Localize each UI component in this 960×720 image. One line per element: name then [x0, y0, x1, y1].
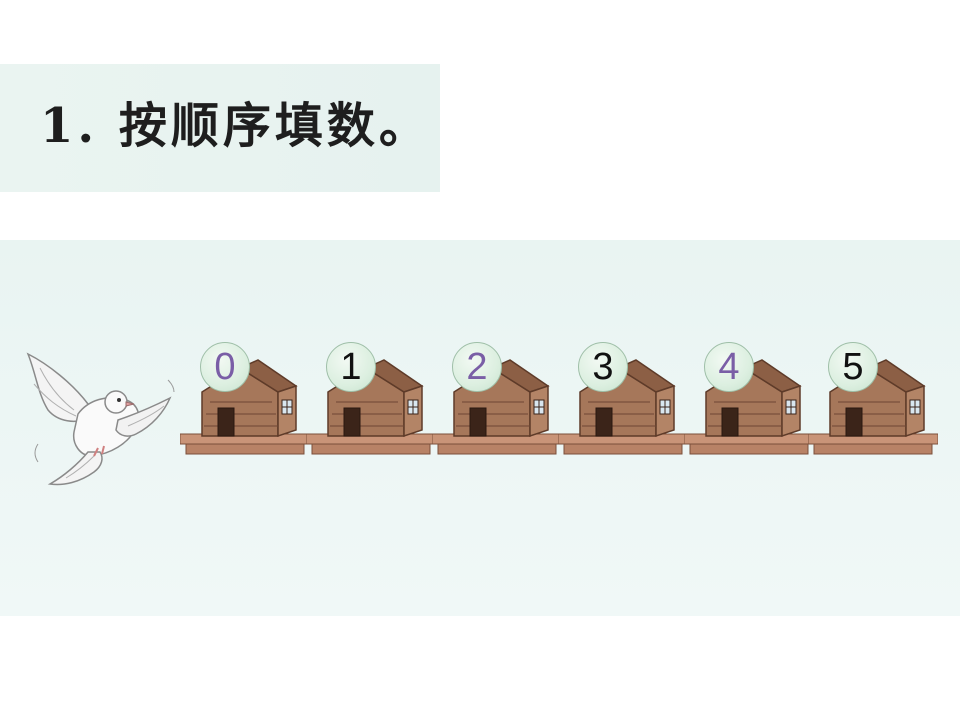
house-number-badge: 1	[326, 342, 376, 392]
house-number-badge: 0	[200, 342, 250, 392]
exercise-title: 1. 按顺序填数。	[40, 98, 431, 154]
dove-icon	[26, 352, 175, 486]
birdhouse-icon	[180, 359, 310, 455]
house-number-badge: 2	[452, 342, 502, 392]
birdhouse-1: 1	[306, 338, 436, 462]
house-number-badge: 4	[704, 342, 754, 392]
house-number-badge: 5	[828, 342, 878, 392]
house-number-badge: 3	[578, 342, 628, 392]
title-band	[0, 64, 440, 192]
birdhouse-icon	[684, 359, 814, 455]
birdhouse-4: 4	[684, 338, 814, 462]
birdhouse-0: 0	[180, 338, 310, 462]
birdhouse-5: 5	[808, 338, 938, 462]
birdhouse-3: 3	[558, 338, 688, 462]
birdhouse-2: 2	[432, 338, 562, 462]
